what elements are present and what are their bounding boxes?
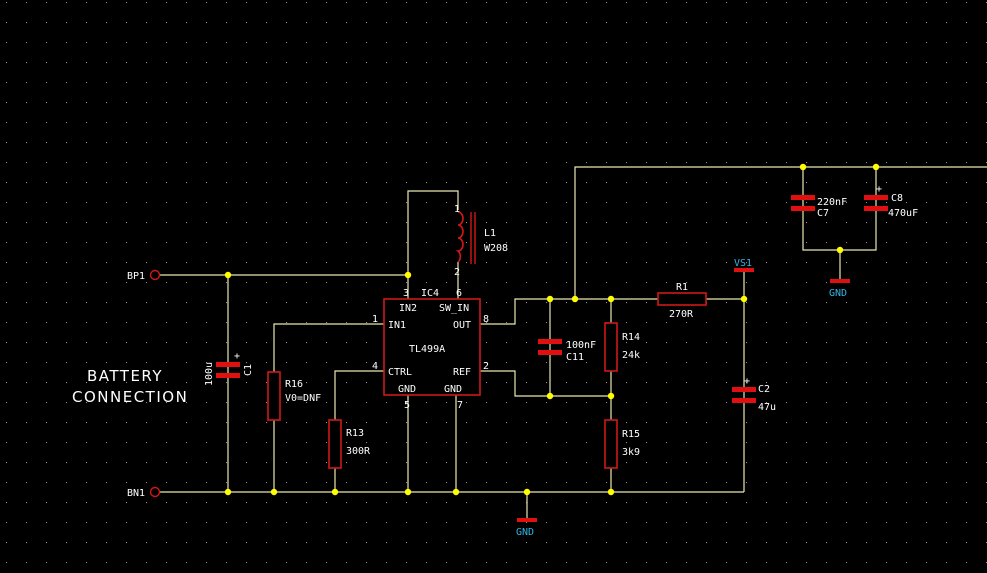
pin-out-num: 8	[483, 314, 489, 325]
c7-ref: C7	[817, 208, 829, 219]
svg-text:VS1: VS1	[734, 258, 752, 269]
resistor-r14[interactable]: R14 24k	[604, 322, 640, 372]
pin-in2-label: IN2	[399, 303, 417, 314]
c1-ref: C1	[243, 364, 254, 376]
ground-symbol-right[interactable]: GND	[829, 279, 850, 299]
junction	[571, 295, 579, 303]
junction	[607, 295, 615, 303]
pin-gnd7-num: 7	[457, 400, 463, 411]
junction	[224, 271, 232, 279]
r16-ref: R16	[285, 379, 303, 390]
junction	[546, 295, 554, 303]
resistor-r16[interactable]: R16 V0=DNF	[267, 371, 321, 421]
capacitor-c8[interactable]: + C8 470uF	[864, 184, 918, 219]
svg-text:BP1: BP1	[127, 271, 145, 282]
pin-in1-label: IN1	[388, 320, 406, 331]
ic-tl499a[interactable]: IN2 3 IC4 SW_IN 6 IN1 1 OUT 8 TL499A CTR…	[372, 288, 489, 411]
pin-sw-in-label: SW_IN	[439, 303, 469, 314]
pin-ref-label: REF	[453, 367, 471, 378]
pin-gnd5-num: 5	[404, 400, 410, 411]
junction	[546, 392, 554, 400]
capacitor-c11[interactable]: 100nF C11	[538, 339, 596, 363]
pin-in2-num: 3	[403, 288, 409, 299]
r14-value: 24k	[622, 350, 640, 361]
c7-value: 220nF	[817, 197, 847, 208]
capacitor-c1[interactable]: + 100u C1	[204, 351, 254, 386]
junction	[270, 488, 278, 496]
junction	[607, 392, 615, 400]
wire-out	[480, 298, 658, 325]
svg-text:BN1: BN1	[127, 488, 145, 499]
ground-symbol-main[interactable]: GND	[516, 518, 537, 538]
l1-pin1: 1	[454, 204, 460, 215]
wire-ref	[480, 370, 611, 397]
connector-bn1[interactable]: BN1	[127, 486, 161, 500]
r15-value: 3k9	[622, 447, 640, 458]
junction	[799, 163, 807, 171]
l1-ref: L1	[484, 228, 496, 239]
r14-ref: R14	[622, 332, 640, 343]
junction	[740, 295, 748, 303]
net-label-vs1[interactable]: VS1	[734, 258, 754, 272]
pin-out-label: OUT	[453, 320, 471, 331]
pin-in1-num: 1	[372, 314, 378, 325]
c1-value: 100u	[204, 362, 215, 386]
junction	[607, 488, 615, 496]
junction	[404, 271, 412, 279]
l1-pin2: 2	[454, 267, 460, 278]
junction	[836, 246, 844, 254]
c8-value: 470uF	[888, 208, 918, 219]
resistor-r1[interactable]: R1 270R	[657, 282, 707, 320]
c2-value: 47u	[758, 402, 776, 413]
c1-plus: +	[234, 351, 240, 362]
c11-value: 100nF	[566, 340, 596, 351]
resistor-r13[interactable]: R13 300R	[328, 419, 371, 469]
resistor-r15[interactable]: R15 3k9	[604, 419, 640, 469]
pin-gnd5-label: GND	[398, 384, 416, 395]
svg-text:GND: GND	[829, 288, 847, 299]
ic-ref: IC4	[421, 288, 439, 299]
pin-sw-in-num: 6	[456, 288, 462, 299]
svg-text:GND: GND	[516, 527, 534, 538]
wire-top-bus	[574, 166, 987, 299]
title-battery: BATTERY	[87, 367, 163, 385]
junctions	[224, 163, 880, 496]
l1-value: W208	[484, 243, 508, 254]
r15-ref: R15	[622, 429, 640, 440]
junction	[404, 488, 412, 496]
junction	[224, 488, 232, 496]
c2-ref: C2	[758, 384, 770, 395]
inductor-l1[interactable]: 1 2 L1 W208	[454, 204, 508, 278]
junction	[872, 163, 880, 171]
r13-value: 300R	[346, 446, 371, 457]
c8-plus: +	[876, 184, 882, 195]
capacitor-c2[interactable]: + C2 47u	[732, 376, 776, 413]
r1-value: 270R	[669, 309, 694, 320]
r13-ref: R13	[346, 428, 364, 439]
r16-value: V0=DNF	[285, 393, 321, 404]
wire-l1-top	[407, 190, 459, 275]
junction	[331, 488, 339, 496]
pin-gnd7-label: GND	[444, 384, 462, 395]
pin-ctrl-num: 4	[372, 361, 378, 372]
c11-ref: C11	[566, 352, 584, 363]
pin-ctrl-label: CTRL	[388, 367, 412, 378]
title-connection: CONNECTION	[72, 388, 188, 406]
ic-part: TL499A	[409, 344, 445, 355]
wire-in1-r16	[273, 323, 386, 492]
junction	[452, 488, 460, 496]
capacitor-c7[interactable]: 220nF C7	[791, 195, 847, 219]
pin-ref-num: 2	[483, 361, 489, 372]
junction	[523, 488, 531, 496]
r1-ref: R1	[676, 282, 688, 293]
c2-plus: +	[744, 376, 750, 387]
c8-ref: C8	[891, 193, 903, 204]
connector-bp1[interactable]: BP1	[127, 269, 161, 283]
